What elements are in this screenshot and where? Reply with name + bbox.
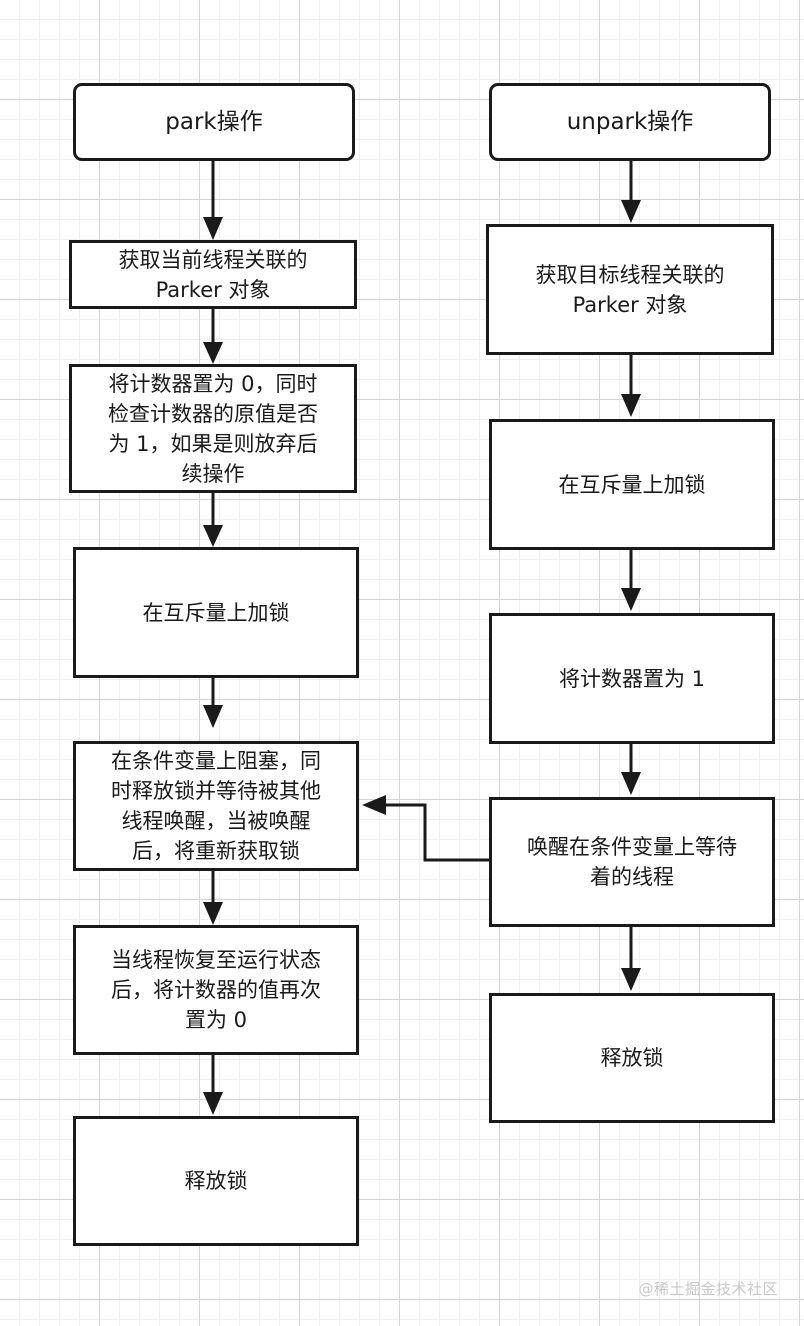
- unpark-step-label: 将计数器置为 1: [558, 666, 706, 691]
- unpark-step-label: 唤醒在条件变量上等待 着的线程: [527, 835, 737, 889]
- park-step-get-parker: 获取当前线程关联的 Parker 对象: [69, 240, 357, 309]
- park-step-label: 释放锁: [184, 1169, 248, 1193]
- arrowhead: [203, 217, 223, 240]
- unpark-step-lock-mutex: 在互斥量上加锁: [489, 419, 775, 550]
- unpark-step-label: 在互斥量上加锁: [558, 472, 706, 497]
- arrowhead: [203, 902, 223, 925]
- arrowhead: [203, 705, 223, 728]
- park-step-label: 获取当前线程关联的 Parker 对象: [118, 247, 308, 302]
- arrow-wake-to-blocked: [383, 803, 489, 862]
- park-step-label: 在条件变量上阻塞，同 时释放锁并等待被其他 线程唤醒，当被唤醒 后，将重新获取锁: [111, 749, 321, 863]
- arrowhead: [621, 200, 641, 223]
- arrowhead: [203, 342, 223, 364]
- arrowhead: [203, 525, 223, 547]
- park-step-release-lock: 释放锁: [73, 1116, 359, 1246]
- arrowhead: [621, 968, 641, 991]
- arrowhead: [362, 795, 386, 815]
- arrowhead: [621, 394, 641, 417]
- park-title-label: park操作: [165, 109, 263, 135]
- park-title-node: park操作: [73, 83, 355, 161]
- unpark-step-release-lock: 释放锁: [489, 993, 775, 1123]
- park-step-reset-counter: 将计数器置为 0，同时 检查计数器的原值是否 为 1，如果是则放弃后 续操作: [69, 364, 357, 493]
- unpark-step-wake-thread: 唤醒在条件变量上等待 着的线程: [489, 797, 775, 927]
- unpark-step-label: 释放锁: [600, 1046, 664, 1070]
- unpark-title-label: unpark操作: [566, 109, 694, 135]
- arrowhead: [621, 772, 641, 795]
- park-step-label: 当线程恢复至运行状态 后，将计数器的值再次 置为 0: [111, 948, 321, 1032]
- unpark-step-get-parker: 获取目标线程关联的 Parker 对象: [486, 224, 774, 355]
- unpark-step-set-counter: 将计数器置为 1: [489, 613, 775, 744]
- park-step-reset-counter-again: 当线程恢复至运行状态 后，将计数器的值再次 置为 0: [73, 925, 359, 1055]
- park-step-label: 在互斥量上加锁: [142, 600, 290, 625]
- watermark: @稀土掘金技术社区: [638, 1280, 778, 1298]
- unpark-step-label: 获取目标线程关联的 Parker 对象: [535, 262, 725, 317]
- park-step-lock-mutex: 在互斥量上加锁: [73, 547, 359, 678]
- park-step-block-on-condition: 在条件变量上阻塞，同 时释放锁并等待被其他 线程唤醒，当被唤醒 后，将重新获取锁: [73, 741, 359, 871]
- arrowhead: [203, 1092, 223, 1115]
- park-step-label: 将计数器置为 0，同时 检查计数器的原值是否 为 1，如果是则放弃后 续操作: [108, 371, 318, 486]
- unpark-title-node: unpark操作: [489, 83, 771, 161]
- arrowhead: [621, 588, 641, 611]
